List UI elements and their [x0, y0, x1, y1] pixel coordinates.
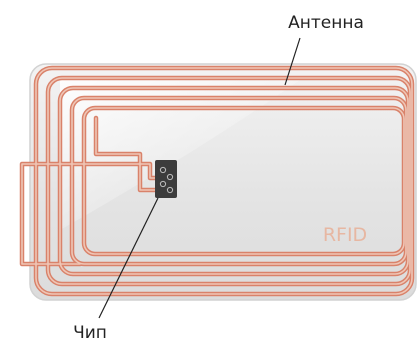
antenna-loop-4-core: [71, 97, 407, 265]
card-sheen: [60, 80, 300, 230]
chip-label: Чип: [73, 323, 107, 343]
antenna-loop-2-core: [47, 77, 411, 285]
antenna-label: Антенна: [288, 13, 364, 33]
antenna-loop-1-core: [35, 67, 413, 295]
chip-contact: [166, 186, 174, 194]
chip: [155, 160, 177, 198]
antenna-lead-inner-core: [95, 117, 159, 191]
antenna-coil: [19, 65, 415, 297]
chip-contact: [159, 166, 167, 174]
chip-body: [155, 160, 177, 198]
antenna-loop-5-core: [83, 107, 405, 255]
chip-contact: [159, 180, 167, 188]
card-rfid-label: RFID: [323, 224, 367, 246]
antenna-leader-line: [284, 37, 301, 86]
chip-contact: [166, 173, 174, 181]
antenna-loop-3-core: [59, 87, 409, 275]
chip-leader-line: [98, 197, 159, 319]
antenna-lead-outer-core: [21, 163, 159, 265]
